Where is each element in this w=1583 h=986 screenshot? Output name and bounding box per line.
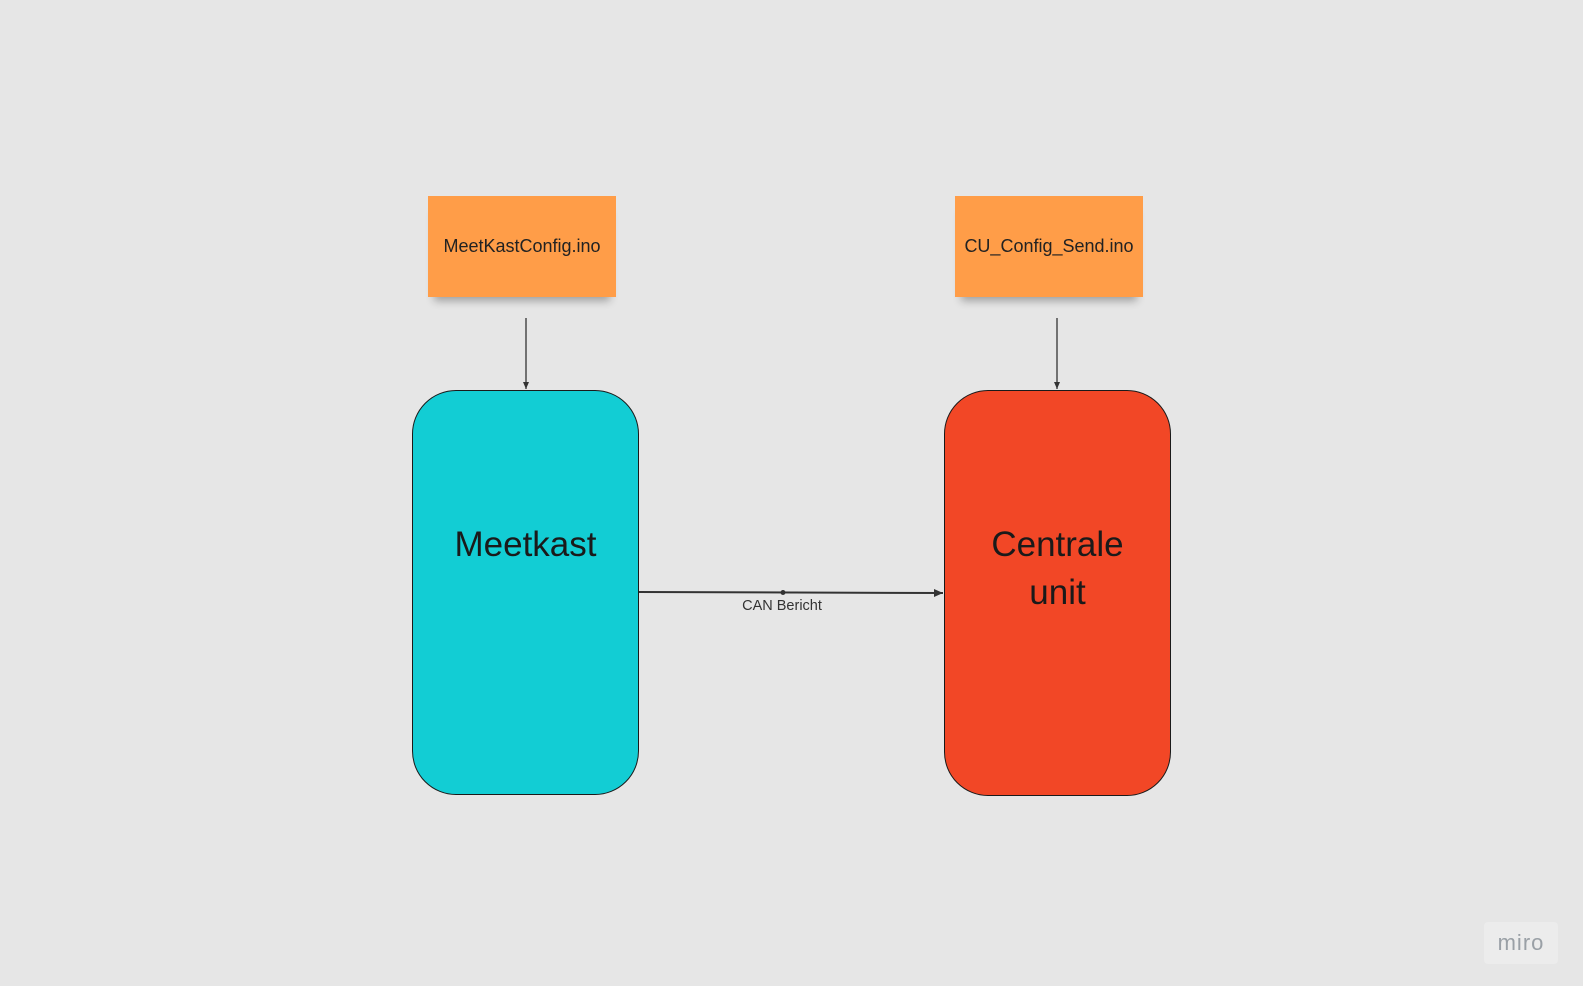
connector-midpoint-dot	[780, 590, 786, 595]
node-meetkast[interactable]: Meetkast	[412, 390, 639, 795]
connector-label-can-bericht[interactable]: CAN Bericht	[722, 597, 842, 615]
sticky-note-label: CU_Config_Send.ino	[964, 236, 1134, 256]
miro-logo: miro	[1484, 922, 1558, 964]
sticky-note-label: MeetKastConfig.ino	[443, 236, 601, 256]
sticky-note-cu-config-send[interactable]: CU_Config_Send.ino	[955, 196, 1143, 297]
node-label: Centrale unit	[991, 525, 1124, 612]
connector-can-bericht[interactable]	[638, 588, 944, 597]
node-label: Meetkast	[454, 525, 597, 564]
node-centrale-unit[interactable]: Centrale unit	[944, 390, 1171, 796]
sticky-note-meetkast-config[interactable]: MeetKastConfig.ino	[428, 196, 616, 297]
